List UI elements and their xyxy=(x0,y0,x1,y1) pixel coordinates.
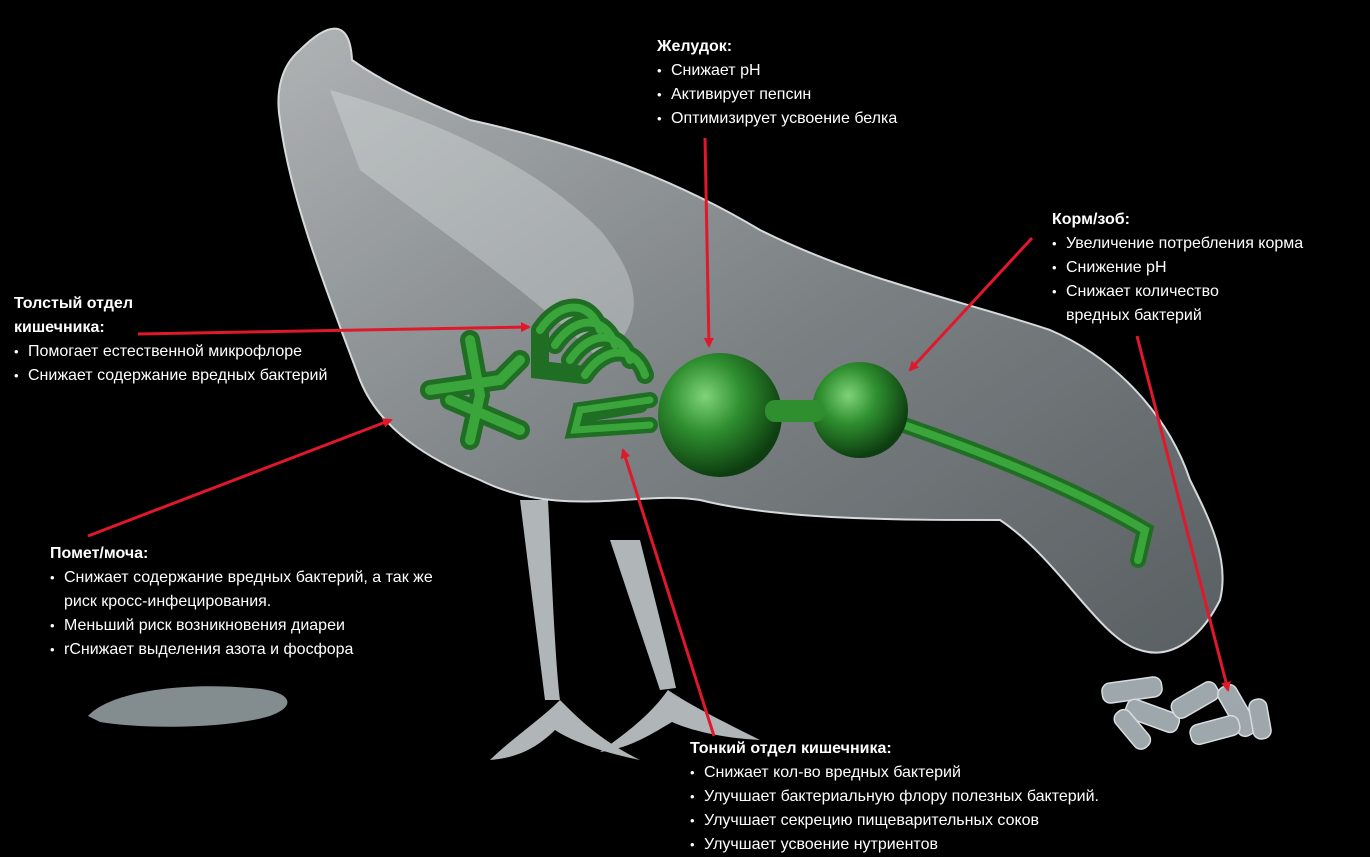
stomach-item: Снижает pH xyxy=(657,59,897,83)
large-intestine-item: Снижает содержание вредных бактерий xyxy=(14,364,328,388)
droppings-title: Помет/моча: xyxy=(50,542,470,566)
droppings-item: Снижает содержание вредных бактерий, а т… xyxy=(50,566,434,614)
droppings-item: Меньший риск возникновения диареи xyxy=(50,614,470,638)
stomach-item: Активирует пепсин xyxy=(657,83,897,107)
large-intestine-title-1: Толстый отдел xyxy=(14,292,394,316)
small-intestine-item: Снижает кол-во вредных бактерий xyxy=(690,761,1250,785)
crop-item: Снижает количество вредных бактерий xyxy=(1052,280,1266,328)
droppings-item: rСнижает выделения азота и фосфора xyxy=(50,638,470,662)
small-intestine-title: Тонкий отдел кишечника: xyxy=(690,737,1250,761)
large-intestine-item: Помогает естественной микрофлоре xyxy=(14,340,394,364)
crop-organ xyxy=(812,362,908,458)
annotation-droppings: Помет/моча: Снижает содержание вредных б… xyxy=(50,542,470,662)
stomach-item: Оптимизирует усвоение белка xyxy=(657,107,897,131)
stomach-organ xyxy=(658,353,782,477)
crop-title: Корм/зоб: xyxy=(1052,208,1303,232)
annotation-large-intestine: Толстый отдел кишечника: Помогает естест… xyxy=(14,292,394,388)
annotation-stomach: Желудок: Снижает pH Активирует пепсин Оп… xyxy=(657,35,897,131)
arrow-droppings xyxy=(88,420,391,536)
droppings-puddle xyxy=(88,686,287,727)
crop-item: Увеличение потребления корма xyxy=(1052,232,1303,256)
crop-item: Снижение pH xyxy=(1052,256,1303,280)
chicken-legs xyxy=(490,500,760,760)
small-intestine-item: Улучшает секрецию пищеварительных соков xyxy=(690,809,1250,833)
duct-connector xyxy=(765,400,825,422)
stomach-title: Желудок: xyxy=(657,35,897,59)
small-intestine-item: Улучшает усвоение нутриентов xyxy=(690,833,1250,857)
large-intestine-title-2: кишечника: xyxy=(14,316,394,340)
small-intestine-item: Улучшает бактериальную флору полезных ба… xyxy=(690,785,1250,809)
annotation-small-intestine: Тонкий отдел кишечника: Снижает кол-во в… xyxy=(690,737,1250,857)
annotation-crop: Корм/зоб: Увеличение потребления корма С… xyxy=(1052,208,1303,328)
